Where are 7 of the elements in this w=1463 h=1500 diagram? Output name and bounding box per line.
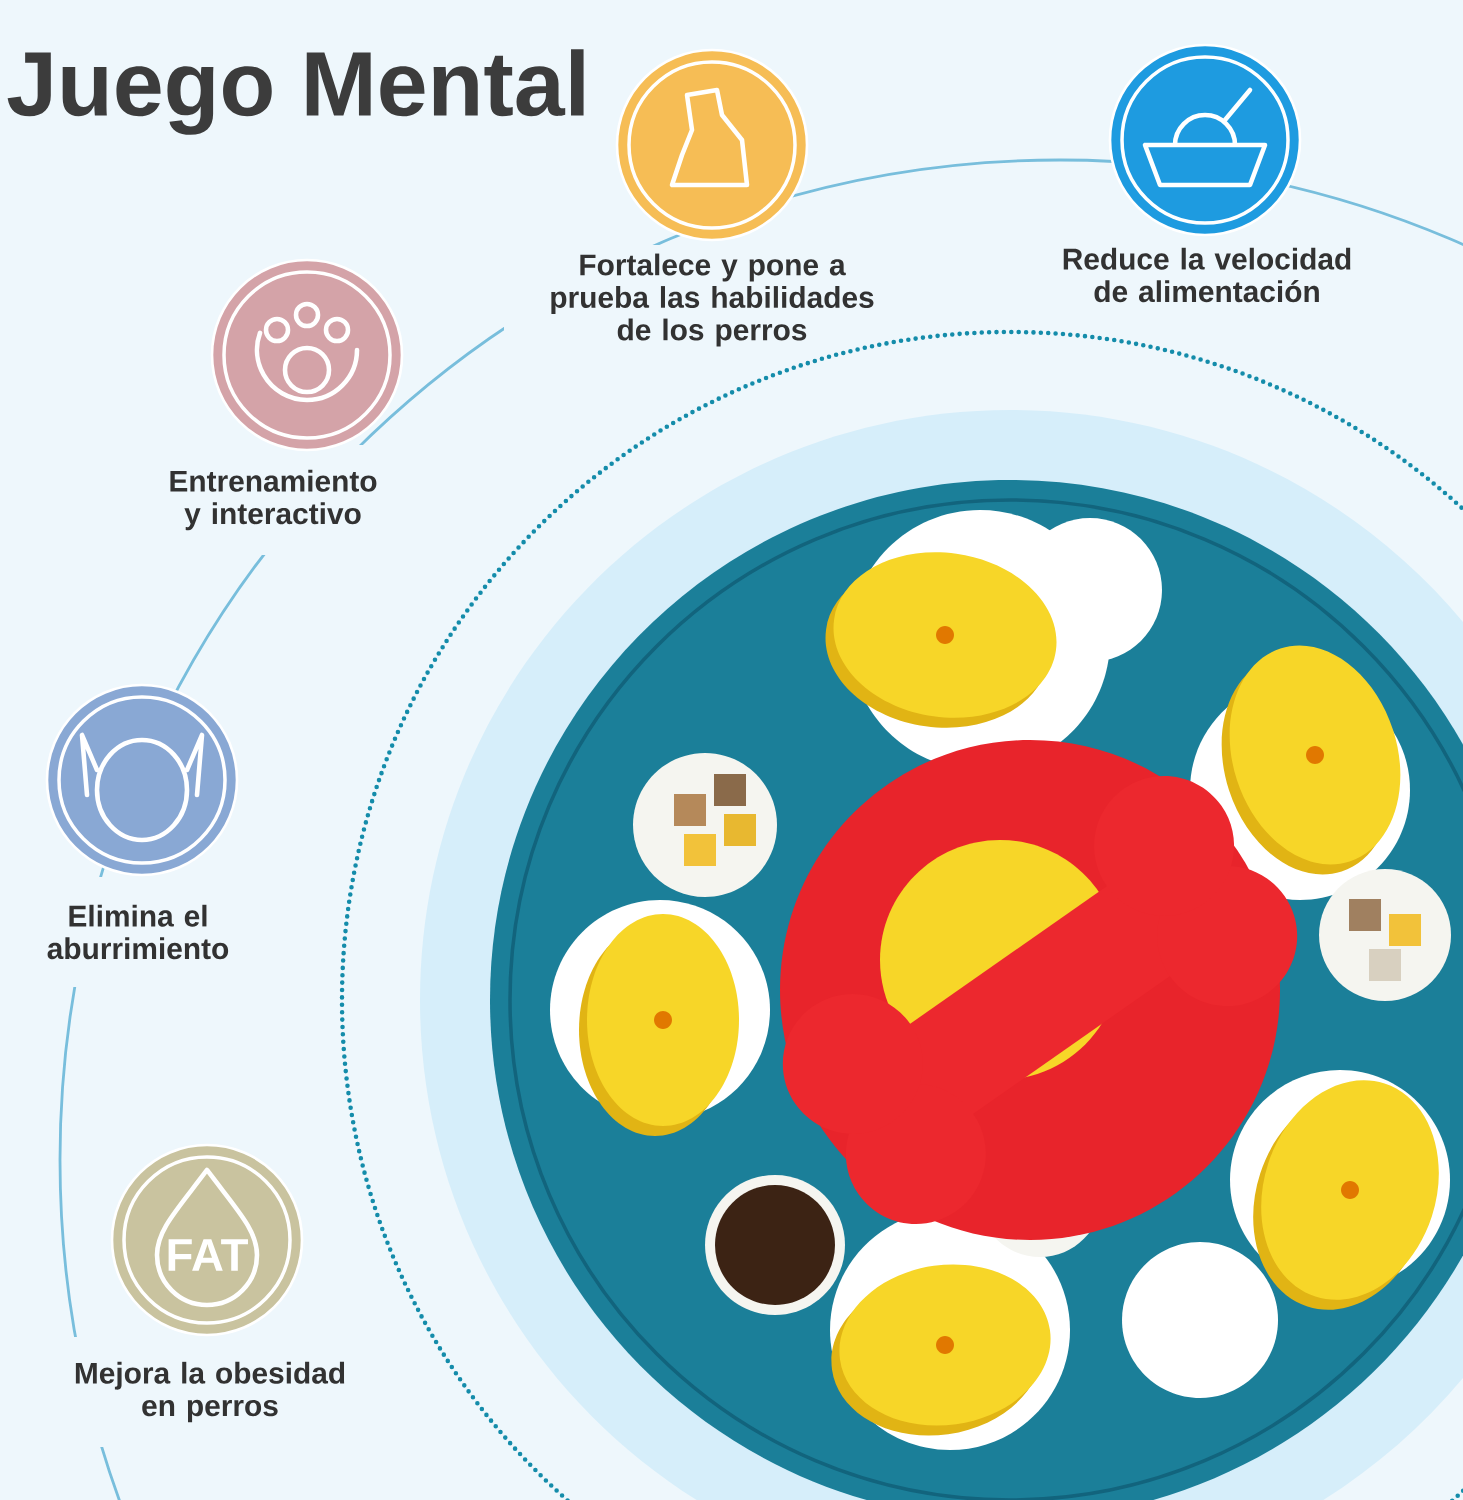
icon-text: FAT xyxy=(168,1239,248,1271)
node-label: Reduce la velocidad de alimentación xyxy=(1063,247,1351,303)
node-label: Mejora la obesidad en perros xyxy=(75,1361,345,1423)
node-label: Elimina el aburrimiento xyxy=(47,904,229,960)
title: Juego Mental xyxy=(7,49,584,135)
node-label: Entrenamiento y interactivo xyxy=(170,469,377,531)
node-label: Fortalece y pone a prueba las habilidades de los perros xyxy=(551,253,874,347)
